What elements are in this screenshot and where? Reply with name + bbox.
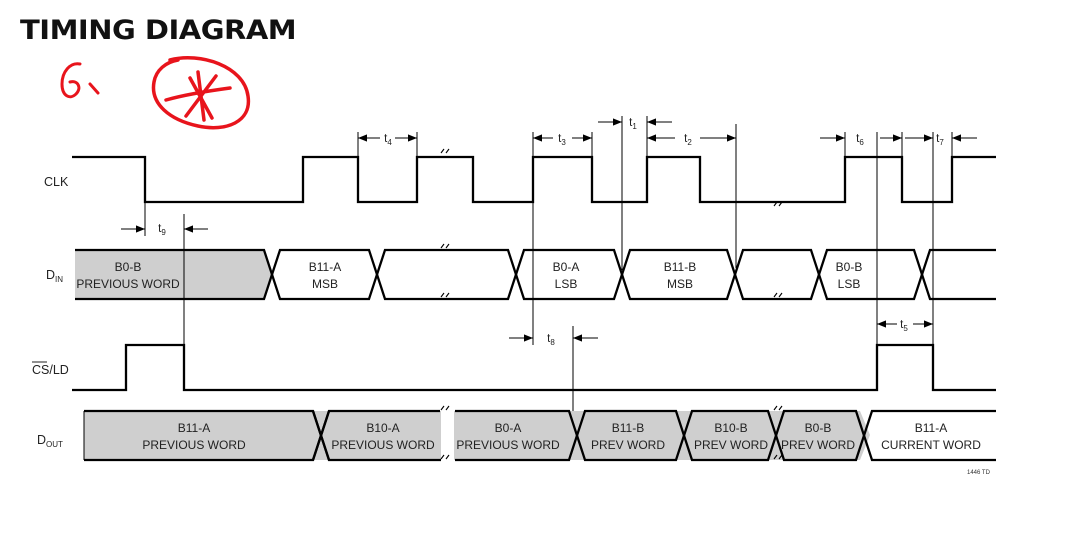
t2-label: t2 bbox=[684, 133, 692, 147]
din-shaded-fill bbox=[75, 250, 272, 299]
din-seg-3-l1: B11-B bbox=[664, 260, 696, 274]
din-seg-2-l2: LSB bbox=[555, 277, 578, 291]
cs-ld-label: CS/LD bbox=[32, 363, 69, 377]
dout-seg-6-l2: CURRENT WORD bbox=[881, 438, 981, 452]
din-waveform-lower bbox=[75, 248, 996, 301]
dout-seg-0-l1: B11-A bbox=[178, 421, 210, 435]
dout-seg-1-l1: B10-A bbox=[366, 421, 399, 435]
din-segment-labels: B0-B PREVIOUS WORD B11-A MSB B0-A LSB B1… bbox=[76, 260, 862, 291]
din-seg-4-l2: LSB bbox=[838, 277, 861, 291]
dout-seg-6-l1: B11-A bbox=[915, 421, 947, 435]
t1-label: t1 bbox=[629, 117, 637, 131]
dout-segment-labels: B11-A PREVIOUS WORD B10-A PREVIOUS WORD … bbox=[142, 421, 981, 452]
handwritten-mark bbox=[88, 82, 100, 95]
clk-waveform bbox=[72, 155, 996, 204]
dout-seg-4-l2: PREV WORD bbox=[694, 438, 768, 452]
din-seg-4-l1: B0-B bbox=[836, 260, 863, 274]
dout-gap-fix bbox=[311, 410, 331, 461]
dout-seg-2-l1: B0-A bbox=[495, 421, 522, 435]
dout-seg-5-l2: PREV WORD bbox=[781, 438, 855, 452]
t5-label: t5 bbox=[900, 319, 908, 333]
handwritten-star-icon bbox=[164, 70, 232, 122]
break-marks bbox=[440, 148, 783, 460]
din-seg-3-l2: MSB bbox=[667, 277, 693, 291]
handwritten-circle bbox=[151, 56, 251, 130]
cs-ld-waveform bbox=[72, 343, 996, 392]
dout-bus bbox=[83, 406, 996, 466]
t4-label: t4 bbox=[384, 133, 392, 147]
handwritten-number bbox=[60, 62, 82, 99]
t7-label: t7 bbox=[936, 133, 944, 147]
dout-seg-0-l2: PREVIOUS WORD bbox=[142, 438, 246, 452]
t9-label: t9 bbox=[158, 223, 166, 237]
t8-label: t8 bbox=[547, 333, 555, 347]
din-bus bbox=[75, 248, 996, 301]
dout-seg-1-l2: PREVIOUS WORD bbox=[331, 438, 435, 452]
din-seg-2-l1: B0-A bbox=[553, 260, 580, 274]
din-seg-0-l2: PREVIOUS WORD bbox=[76, 277, 180, 291]
t6-label: t6 bbox=[856, 133, 864, 147]
dout-gap bbox=[441, 406, 454, 466]
t3-label: t3 bbox=[558, 133, 566, 147]
din-seg-1-l2: MSB bbox=[312, 277, 338, 291]
handwritten-annotation bbox=[60, 56, 251, 130]
dout-seg-2-l2: PREVIOUS WORD bbox=[456, 438, 560, 452]
din-label: DIN bbox=[46, 268, 63, 284]
din-seg-0-l1: B0-B bbox=[115, 260, 142, 274]
dout-seg-4-l1: B10-B bbox=[714, 421, 747, 435]
dout-label: DOUT bbox=[37, 433, 63, 449]
page-title: TIMING DIAGRAM bbox=[20, 14, 297, 46]
timing-labels: t1 t2 t3 t4 t5 t6 t7 t8 t9 bbox=[158, 117, 944, 347]
dout-seg-3-l1: B11-B bbox=[612, 421, 644, 435]
dout-seg-3-l2: PREV WORD bbox=[591, 438, 665, 452]
dout-shaded-fill bbox=[84, 411, 870, 460]
timing-arrows bbox=[121, 118, 977, 342]
figure-note: 1446 TD bbox=[967, 470, 991, 476]
dout-seg-5-l1: B0-B bbox=[805, 421, 832, 435]
din-seg-1-l1: B11-A bbox=[309, 260, 341, 274]
clk-label: CLK bbox=[44, 175, 69, 189]
